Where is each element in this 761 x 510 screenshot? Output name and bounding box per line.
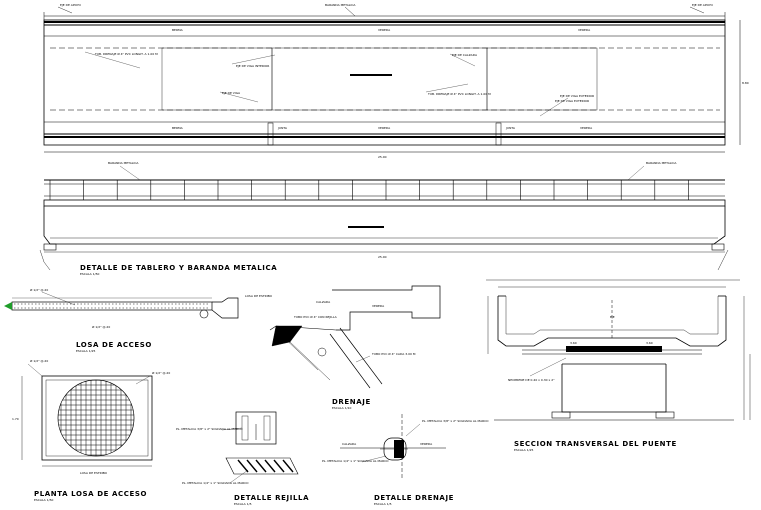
plan-note-bottom-left: EJE DE VIGA EXTERIOR: [555, 99, 589, 103]
losa-note-left: Ø 1/2" @.20: [30, 287, 48, 292]
elev-title: DETALLE DE TABLERO Y BARANDA METALICA: [80, 264, 277, 272]
rejilla-title: DETALLE REJILLA: [234, 494, 309, 502]
seccion-transversal: EJE 3.60 3.60 NEOPRENE DE 0.40 x 0.30 x …: [486, 279, 751, 452]
drenaje-title: DRENAJE: [332, 398, 371, 406]
plan-width-dim: 8.80: [742, 81, 749, 85]
seccion-title: SECCION TRANSVERSAL DEL PUENTE: [514, 440, 677, 448]
seccion-note-neoprene: NEOPRENE DE 0.40 x 0.30 x 2": [508, 378, 555, 382]
plan-note-center-2: EJE DE VIGA: [222, 91, 241, 95]
drenaje-note-2: TUBO PVC Ø 4" CADA 3.00 M: [371, 351, 416, 356]
losa-scale: ESCALA 1/25: [76, 349, 96, 353]
planta-note-right: Ø 1/2" @.20: [152, 370, 170, 375]
losa-note-right: LOSA DE ESTRIBO: [245, 294, 273, 298]
rejilla-note-2: PL. METALICA 1/4" x 1" SOLDADA AL MARCO: [182, 481, 249, 485]
seccion-dim-left: 3.60: [570, 341, 577, 345]
rebar-grid: [58, 380, 134, 456]
rejilla-bar: [282, 459, 294, 473]
rejb-label-vereda: VEREDA: [420, 442, 433, 446]
plan-note-drain-2: TUB. DRENAJE Ø 4" PVC LONGIT. A 1.00 M: [427, 91, 491, 96]
seccion-dim-right: 3.60: [646, 341, 653, 345]
elev-note-left: BARANDA METALICA: [108, 161, 139, 165]
drenaje-note-1: TUBO PVC Ø 4" CON REJILLA: [293, 314, 338, 319]
plan-note-center-1: EJE DE CALZADA: [452, 53, 478, 57]
plan-label-top-center: BARANDA METALICA: [325, 3, 356, 7]
plan-berma-bottom: BERMA: [172, 126, 184, 130]
elev-scale: ESCALA 1/50: [80, 272, 100, 276]
drenaje-label-vereda: VEREDA: [372, 304, 385, 308]
drenaje-label-calzada: CALZADA: [316, 300, 331, 304]
rejilla-scale: ESCALA 1/5: [234, 502, 252, 506]
elev-span-dim: 25.00: [378, 255, 387, 259]
plan-view: EJE DE APOYO BARANDA METALICA EJE DE APO…: [43, 3, 749, 159]
elevation-view: BARANDA METALICA BARANDA METALICA 25.00 …: [39, 161, 729, 276]
losa-acceso-detail: Ø 1/2" @.20 LOSA DE ESTRIBO Ø 1/2" @.20 …: [4, 287, 273, 353]
rejilla-note-1: PL. METALICA 3/8" x 2" SOLDADA AL MARCO: [176, 427, 243, 431]
planta-note-bottom: LOSA DE ESTRIBO: [80, 471, 108, 475]
plan-vereda-bottom-mid: VEREDA: [378, 126, 391, 130]
rejilla-bar: [237, 459, 249, 473]
rejb-note-1: PL. METALICA 3/8" x 2" SOLDADA AL MARCO: [422, 419, 489, 423]
plan-length-dim: 25.00: [378, 155, 387, 159]
planta-title: PLANTA LOSA DE ACCESO: [34, 490, 147, 498]
plan-junta-left: JUNTA: [277, 126, 288, 130]
plan-junta-right: JUNTA: [505, 126, 516, 130]
planta-scale: ESCALA 1/50: [34, 498, 54, 502]
rejilla-detail: PL. METALICA 3/8" x 2" SOLDADA AL MARCO …: [176, 411, 309, 506]
plan-berma-left: BERMA: [172, 28, 184, 32]
plan-note-joint-1: EJE DE VIGA INTERIOR: [236, 64, 269, 68]
planta-depth-dim: 1.70: [12, 417, 19, 421]
rejilla-b-detail: PL. METALICA 3/8" x 2" SOLDADA AL MARCO …: [322, 414, 489, 506]
planta-note-top: Ø 1/2" @.20: [30, 358, 48, 363]
rejilla-bars: [237, 459, 294, 473]
planta-losa-detail: Ø 1/2" @.20 Ø 1/2" @.20 1.70 LOSA DE EST…: [12, 358, 170, 502]
elev-note-right: BARANDA METALICA: [646, 161, 677, 165]
plan-vereda-bottom-right: VEREDA: [580, 126, 593, 130]
rejilla-bar: [246, 459, 258, 473]
plan-berma-right: VEREDA: [578, 28, 591, 32]
plan-label-top-left: EJE DE APOYO: [60, 3, 82, 7]
losa-note-bottom: Ø 1/2" @.20: [92, 324, 110, 329]
drenaje-scale: ESCALA 1/10: [332, 406, 352, 410]
rejilla-bar: [264, 459, 276, 473]
losa-title: LOSA DE ACCESO: [76, 341, 152, 349]
seccion-center-label: EJE: [610, 315, 615, 319]
rejilla-bar: [273, 459, 285, 473]
plan-label-top-right: EJE DE APOYO: [692, 3, 714, 7]
seccion-scale: ESCALA 1/25: [514, 448, 534, 452]
plan-note-drain-1: TUB. DRENAJE Ø 4" PVC LONGIT. A 1.00 M: [94, 51, 158, 56]
plan-note-bottom-mid: EJE DE VIGA EXTERIOR: [560, 94, 594, 98]
rejb-note-2: PL. METALICA 1/4" x 1" SOLDADA AL MARCO: [322, 459, 389, 463]
rejilla-bar: [255, 459, 267, 473]
rejb-scale: ESCALA 1/5: [374, 502, 392, 506]
rejb-label-calzada: CALZADA: [342, 442, 357, 446]
plan-vereda-top: VEREDA: [378, 28, 391, 32]
railing-posts: [49, 180, 689, 200]
rejb-title: DETALLE DRENAJE: [374, 494, 454, 502]
drenaje-detail: CALZADA VEREDA TUBO PVC Ø 4" CON REJILLA…: [269, 285, 441, 410]
